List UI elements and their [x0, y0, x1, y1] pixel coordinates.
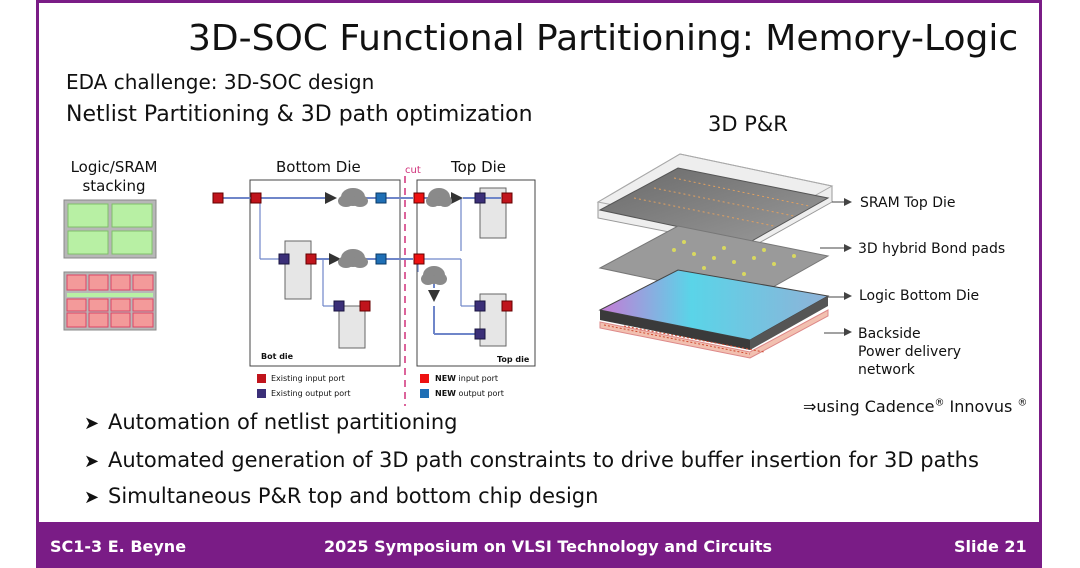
bullet-text: Simultaneous P&R top and bottom chip des…	[108, 484, 599, 508]
label-sram-top-die: SRAM Top Die	[860, 195, 956, 211]
legend-existing-output: Existing output port	[271, 389, 351, 398]
bullet-item: ➤ Simultaneous P&R top and bottom chip de…	[84, 484, 598, 508]
existing-output-port	[474, 300, 486, 312]
slide-title: 3D-SOC Functional Partitioning: Memory-L…	[188, 18, 1019, 59]
bullet-arrow-icon: ➤	[84, 487, 100, 508]
top-die-box	[416, 179, 536, 367]
label-backside-line1: Backside	[858, 326, 921, 342]
top-die-tag: Top die	[497, 355, 530, 364]
new-input-port	[413, 192, 425, 204]
slide-frame	[36, 0, 1042, 522]
legend-existing-output-swatch	[257, 389, 266, 398]
cut-label: cut	[405, 165, 421, 176]
top-die-label: Top Die	[451, 158, 507, 176]
label-bond-pads: 3D hybrid Bond pads	[858, 241, 1006, 257]
stacking-label: Logic/SRAM stacking	[64, 158, 164, 196]
new-output-port	[375, 192, 387, 204]
buffer-1	[325, 192, 337, 204]
netlist-partition-diagram	[212, 176, 536, 406]
backside-pdn	[599, 309, 829, 359]
bullet-text: Automation of netlist partitioning	[108, 410, 458, 434]
subtitle-netlist: Netlist Partitioning & 3D path optimizat…	[66, 102, 533, 127]
existing-output-port	[474, 192, 486, 204]
reg-mark-2: ®	[1017, 397, 1028, 409]
legend-new-output-swatch	[420, 389, 429, 398]
new-input-port	[413, 253, 425, 265]
existing-input-port	[212, 192, 224, 204]
legend-new-output-text: output port	[455, 389, 504, 398]
existing-output-port	[474, 328, 486, 340]
bullet-arrow-icon: ➤	[84, 413, 100, 434]
reg-mark-1: ®	[934, 397, 945, 409]
existing-input-port	[359, 300, 371, 312]
subtitle-eda: EDA challenge: 3D-SOC design	[66, 70, 375, 94]
legend-existing-input: Existing input port	[271, 374, 345, 383]
label-logic-bottom-die: Logic Bottom Die	[859, 288, 980, 304]
legend-new-input-text: input port	[455, 374, 499, 383]
bullet-item: ➤ Automated generation of 3D path constra…	[84, 448, 979, 472]
logic-bottom-die	[598, 269, 830, 350]
cadence-note: ⇒using Cadence® Innovus ®	[803, 397, 1027, 416]
legend-new-bold: NEW	[435, 374, 456, 383]
pnr-3d-stack	[596, 153, 844, 359]
bottom-die-box	[249, 179, 401, 367]
buffer-3	[451, 192, 463, 204]
pnr-title: 3D P&R	[708, 112, 788, 136]
leader-lines	[820, 201, 844, 334]
footer-slide-number: Slide 21	[954, 537, 1027, 556]
bottom-die-label: Bottom Die	[276, 158, 361, 176]
buffer-4	[428, 290, 440, 302]
existing-input-port	[250, 192, 262, 204]
bullet-arrow-icon: ➤	[84, 451, 100, 472]
label-backside-line2: Power delivery	[858, 344, 961, 360]
leader-arrows	[844, 198, 852, 336]
existing-output-port	[333, 300, 345, 312]
legend-existing-input-swatch	[257, 374, 266, 383]
slide-footer: SC1-3 E. Beyne 2025 Symposium on VLSI Te…	[36, 522, 1042, 568]
existing-input-port	[305, 253, 317, 265]
bullet-item: ➤ Automation of netlist partitioning	[84, 410, 457, 434]
sram-die-block	[63, 199, 157, 259]
legend-new-input-swatch	[420, 374, 429, 383]
label-backside-pdn: Backside Power delivery network	[858, 325, 961, 379]
existing-output-port	[278, 253, 290, 265]
stacking-label-line2: stacking	[82, 177, 146, 195]
stacking-illustration	[63, 199, 157, 331]
cadence-innovus: Innovus	[944, 397, 1018, 416]
bot-die-tag: Bot die	[261, 352, 294, 361]
bullet-text: Automated generation of 3D path constrai…	[108, 448, 979, 472]
footer-conference: 2025 Symposium on VLSI Technology and Ci…	[324, 537, 773, 556]
stacking-label-line1: Logic/SRAM	[70, 158, 158, 176]
legend-new-input: NEW input port	[435, 374, 498, 383]
buffer-2	[329, 253, 341, 265]
label-backside-line3: network	[858, 362, 915, 378]
existing-input-port	[501, 300, 513, 312]
logic-die-block	[63, 271, 157, 331]
flop-bottom-2	[338, 305, 366, 349]
cadence-prefix: ⇒using Cadence	[803, 397, 935, 416]
legend-new-output: NEW output port	[435, 389, 504, 398]
logic-clouds	[338, 188, 452, 285]
legend-new-bold: NEW	[435, 389, 456, 398]
existing-input-port	[501, 192, 513, 204]
new-output-port	[375, 253, 387, 265]
flop-bottom-1	[284, 240, 312, 300]
footer-session: SC1-3 E. Beyne	[50, 537, 187, 556]
